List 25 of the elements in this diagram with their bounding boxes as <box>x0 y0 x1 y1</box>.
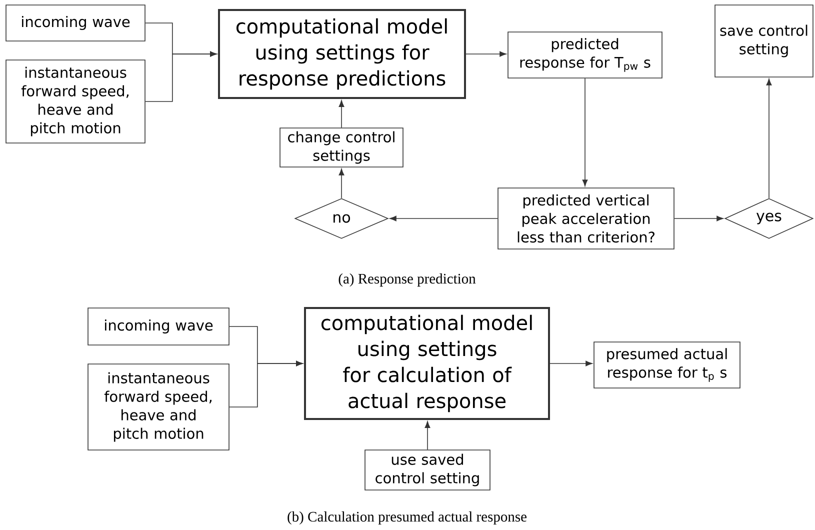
arrow <box>229 360 303 408</box>
arrow <box>674 216 724 222</box>
caption: (a) Response prediction <box>338 273 476 287</box>
arrow <box>390 216 498 222</box>
process-box: instantaneous forward speed, heave and pitch motion <box>6 60 146 144</box>
caption: (b) Calculation presumed actual response <box>288 511 526 525</box>
arrow <box>550 360 592 366</box>
process-box: incoming wave <box>6 4 146 42</box>
process-box: change control settings <box>280 128 404 168</box>
arrow <box>766 78 772 198</box>
arrow <box>466 51 506 57</box>
arrow <box>338 100 344 128</box>
arrow <box>582 78 588 186</box>
process-box: save control setting <box>714 4 814 78</box>
process-box: predicted vertical peak acceleration less than criterion? <box>498 188 674 250</box>
model-box: computational model using settings for calculation of actual response <box>304 307 550 420</box>
process-box: use saved control setting <box>364 450 490 490</box>
process-box: instantaneous forward speed, heave and pitch motion <box>88 364 230 450</box>
process-box: presumed actual response for t$_{p}$ s <box>594 342 740 388</box>
arrow <box>145 51 217 102</box>
process-box: incoming wave <box>88 308 230 346</box>
process-box: predicted response for T$_{pw}$ s <box>508 32 662 78</box>
model-box: computational model using settings for response predictions <box>218 9 466 99</box>
arrow <box>338 168 344 198</box>
arrow <box>424 421 430 450</box>
